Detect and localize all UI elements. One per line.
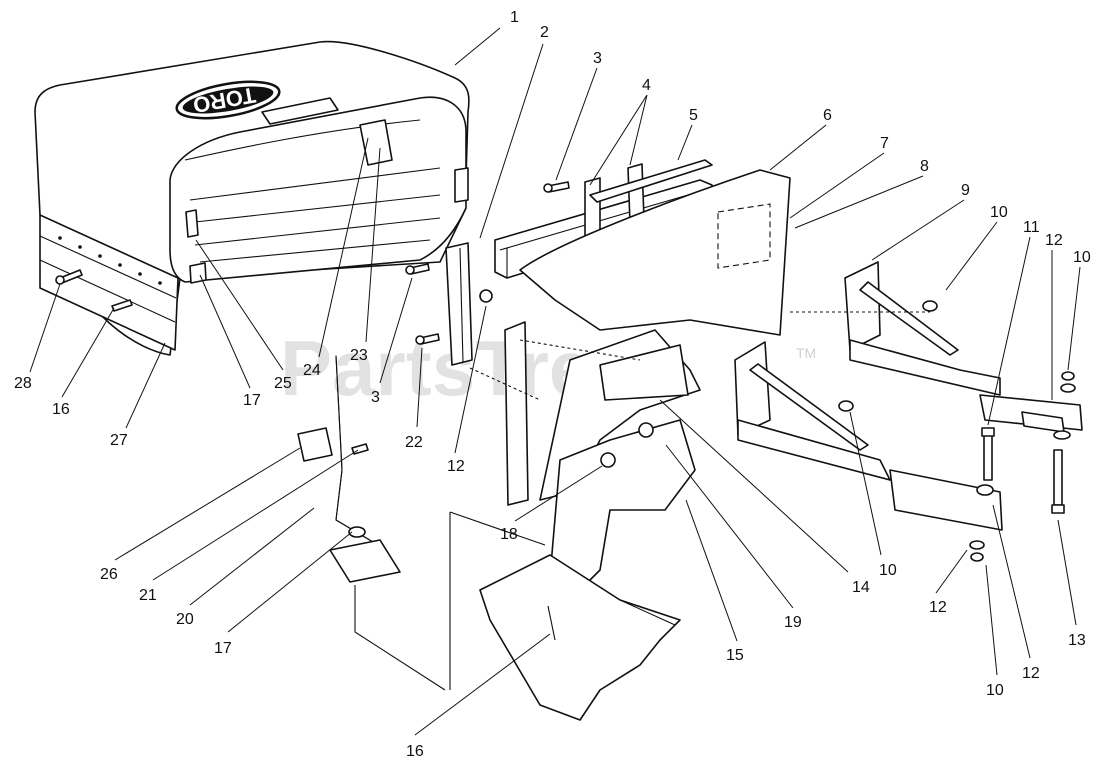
leader-lines — [29, 27, 1081, 736]
callout-12c: 12 — [929, 599, 947, 616]
callout-10b: 10 — [1073, 249, 1091, 266]
handle-part-20-24 — [297, 355, 401, 583]
callout-10c: 10 — [879, 562, 897, 579]
callout-23: 23 — [350, 347, 368, 364]
callout-17b: 17 — [214, 640, 232, 657]
callout-16a: 16 — [52, 401, 70, 418]
callout-19: 19 — [784, 614, 802, 631]
callout-1: 1 — [510, 9, 519, 26]
callout-27: 27 — [110, 432, 128, 449]
callout-21: 21 — [139, 587, 157, 604]
callout-4: 4 — [642, 77, 651, 94]
callout-24: 24 — [303, 362, 321, 379]
callout-3: 3 — [593, 50, 602, 67]
callout-7: 7 — [880, 135, 889, 152]
callout-2: 2 — [540, 24, 549, 41]
callout-3b: 3 — [371, 389, 380, 406]
callout-labels: 1 2 3 4 5 6 7 8 9 10 11 12 10 28 16 27 1… — [14, 9, 1091, 760]
callout-12b: 12 — [447, 458, 465, 475]
callout-10a: 10 — [990, 204, 1008, 221]
callout-15: 15 — [726, 647, 744, 664]
callout-26: 26 — [100, 566, 118, 583]
guide-line-2 — [469, 311, 930, 401]
bracket-part-2 — [445, 242, 473, 366]
callout-22: 22 — [405, 434, 423, 451]
grass-bag-part-1 — [34, 40, 470, 356]
frame-part-lower — [734, 341, 1003, 531]
plate-part-6-7 — [519, 169, 791, 336]
callout-28: 28 — [14, 375, 32, 392]
callout-8: 8 — [920, 158, 929, 175]
side-plates-part-14-15 — [504, 321, 701, 611]
bolts-part-3-22 — [405, 181, 570, 345]
callout-6: 6 — [823, 107, 832, 124]
pins-part-28-16 — [55, 269, 133, 312]
callout-18: 18 — [500, 526, 518, 543]
callout-11: 11 — [1023, 219, 1040, 236]
washer-part-12 — [479, 289, 493, 303]
callout-20: 20 — [176, 611, 194, 628]
bolts-part-11-13 — [838, 300, 1076, 562]
callout-25: 25 — [274, 375, 292, 392]
deflector-part-16 — [479, 554, 681, 721]
callout-14: 14 — [852, 579, 870, 596]
callout-9: 9 — [961, 182, 970, 199]
callout-16b: 16 — [406, 743, 424, 760]
watermark-trademark: TM — [796, 345, 816, 361]
callout-10d: 10 — [986, 682, 1004, 699]
callout-17a: 17 — [243, 392, 261, 409]
callout-13: 13 — [1068, 632, 1086, 649]
callout-5: 5 — [689, 107, 698, 124]
frame-part-9 — [844, 261, 1083, 433]
callout-12d: 12 — [1022, 665, 1040, 682]
guide-line — [354, 511, 546, 691]
callout-12a: 12 — [1045, 232, 1063, 249]
